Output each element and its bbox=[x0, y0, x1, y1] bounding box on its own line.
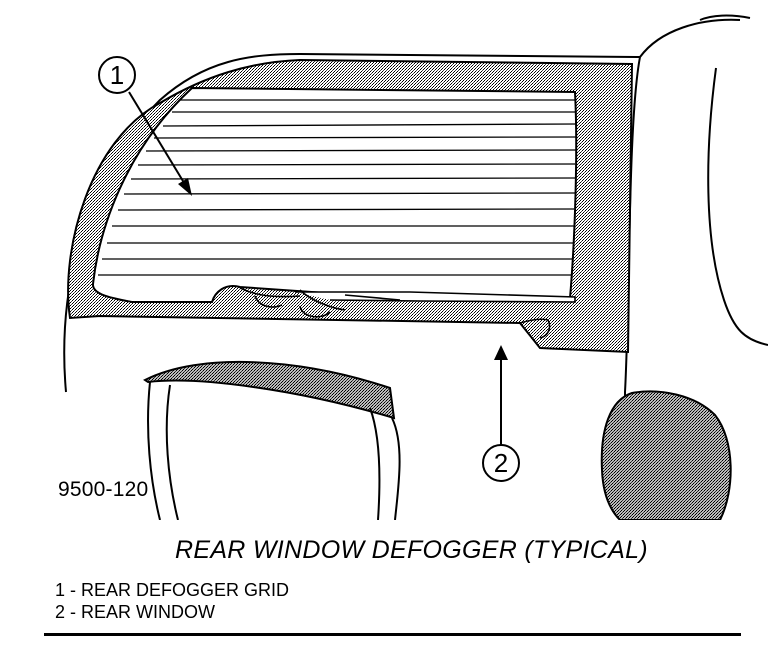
third-brake-light bbox=[143, 361, 401, 520]
tail-lamp bbox=[600, 390, 732, 520]
callout-1-circle bbox=[98, 56, 136, 94]
callout-1: 1 bbox=[98, 56, 192, 196]
callout-1-leader bbox=[128, 91, 187, 187]
legend-item-2: 2 - REAR WINDOW bbox=[55, 602, 215, 622]
callout-2-arrowhead bbox=[494, 345, 508, 360]
figure-caption: REAR WINDOW DEFOGGER (TYPICAL) bbox=[175, 536, 648, 564]
callout-2-number: 2 bbox=[494, 448, 508, 478]
rear-window-illustration: 1 2 bbox=[63, 14, 768, 520]
callout-1-number: 1 bbox=[110, 60, 124, 90]
rear-window-glass bbox=[92, 86, 578, 303]
defogger-grid bbox=[98, 99, 577, 276]
legend-item-1: 1 - REAR DEFOGGER GRID bbox=[55, 580, 290, 600]
bottom-divider bbox=[44, 633, 741, 636]
callout-2: 2 bbox=[482, 345, 520, 482]
legend: 1 - REAR DEFOGGER GRID 2 - REAR WINDOW bbox=[55, 579, 289, 623]
callout-1-arrowhead bbox=[178, 178, 192, 196]
wiper-assembly bbox=[239, 287, 576, 339]
figure-number: 9500-120 bbox=[58, 478, 149, 501]
